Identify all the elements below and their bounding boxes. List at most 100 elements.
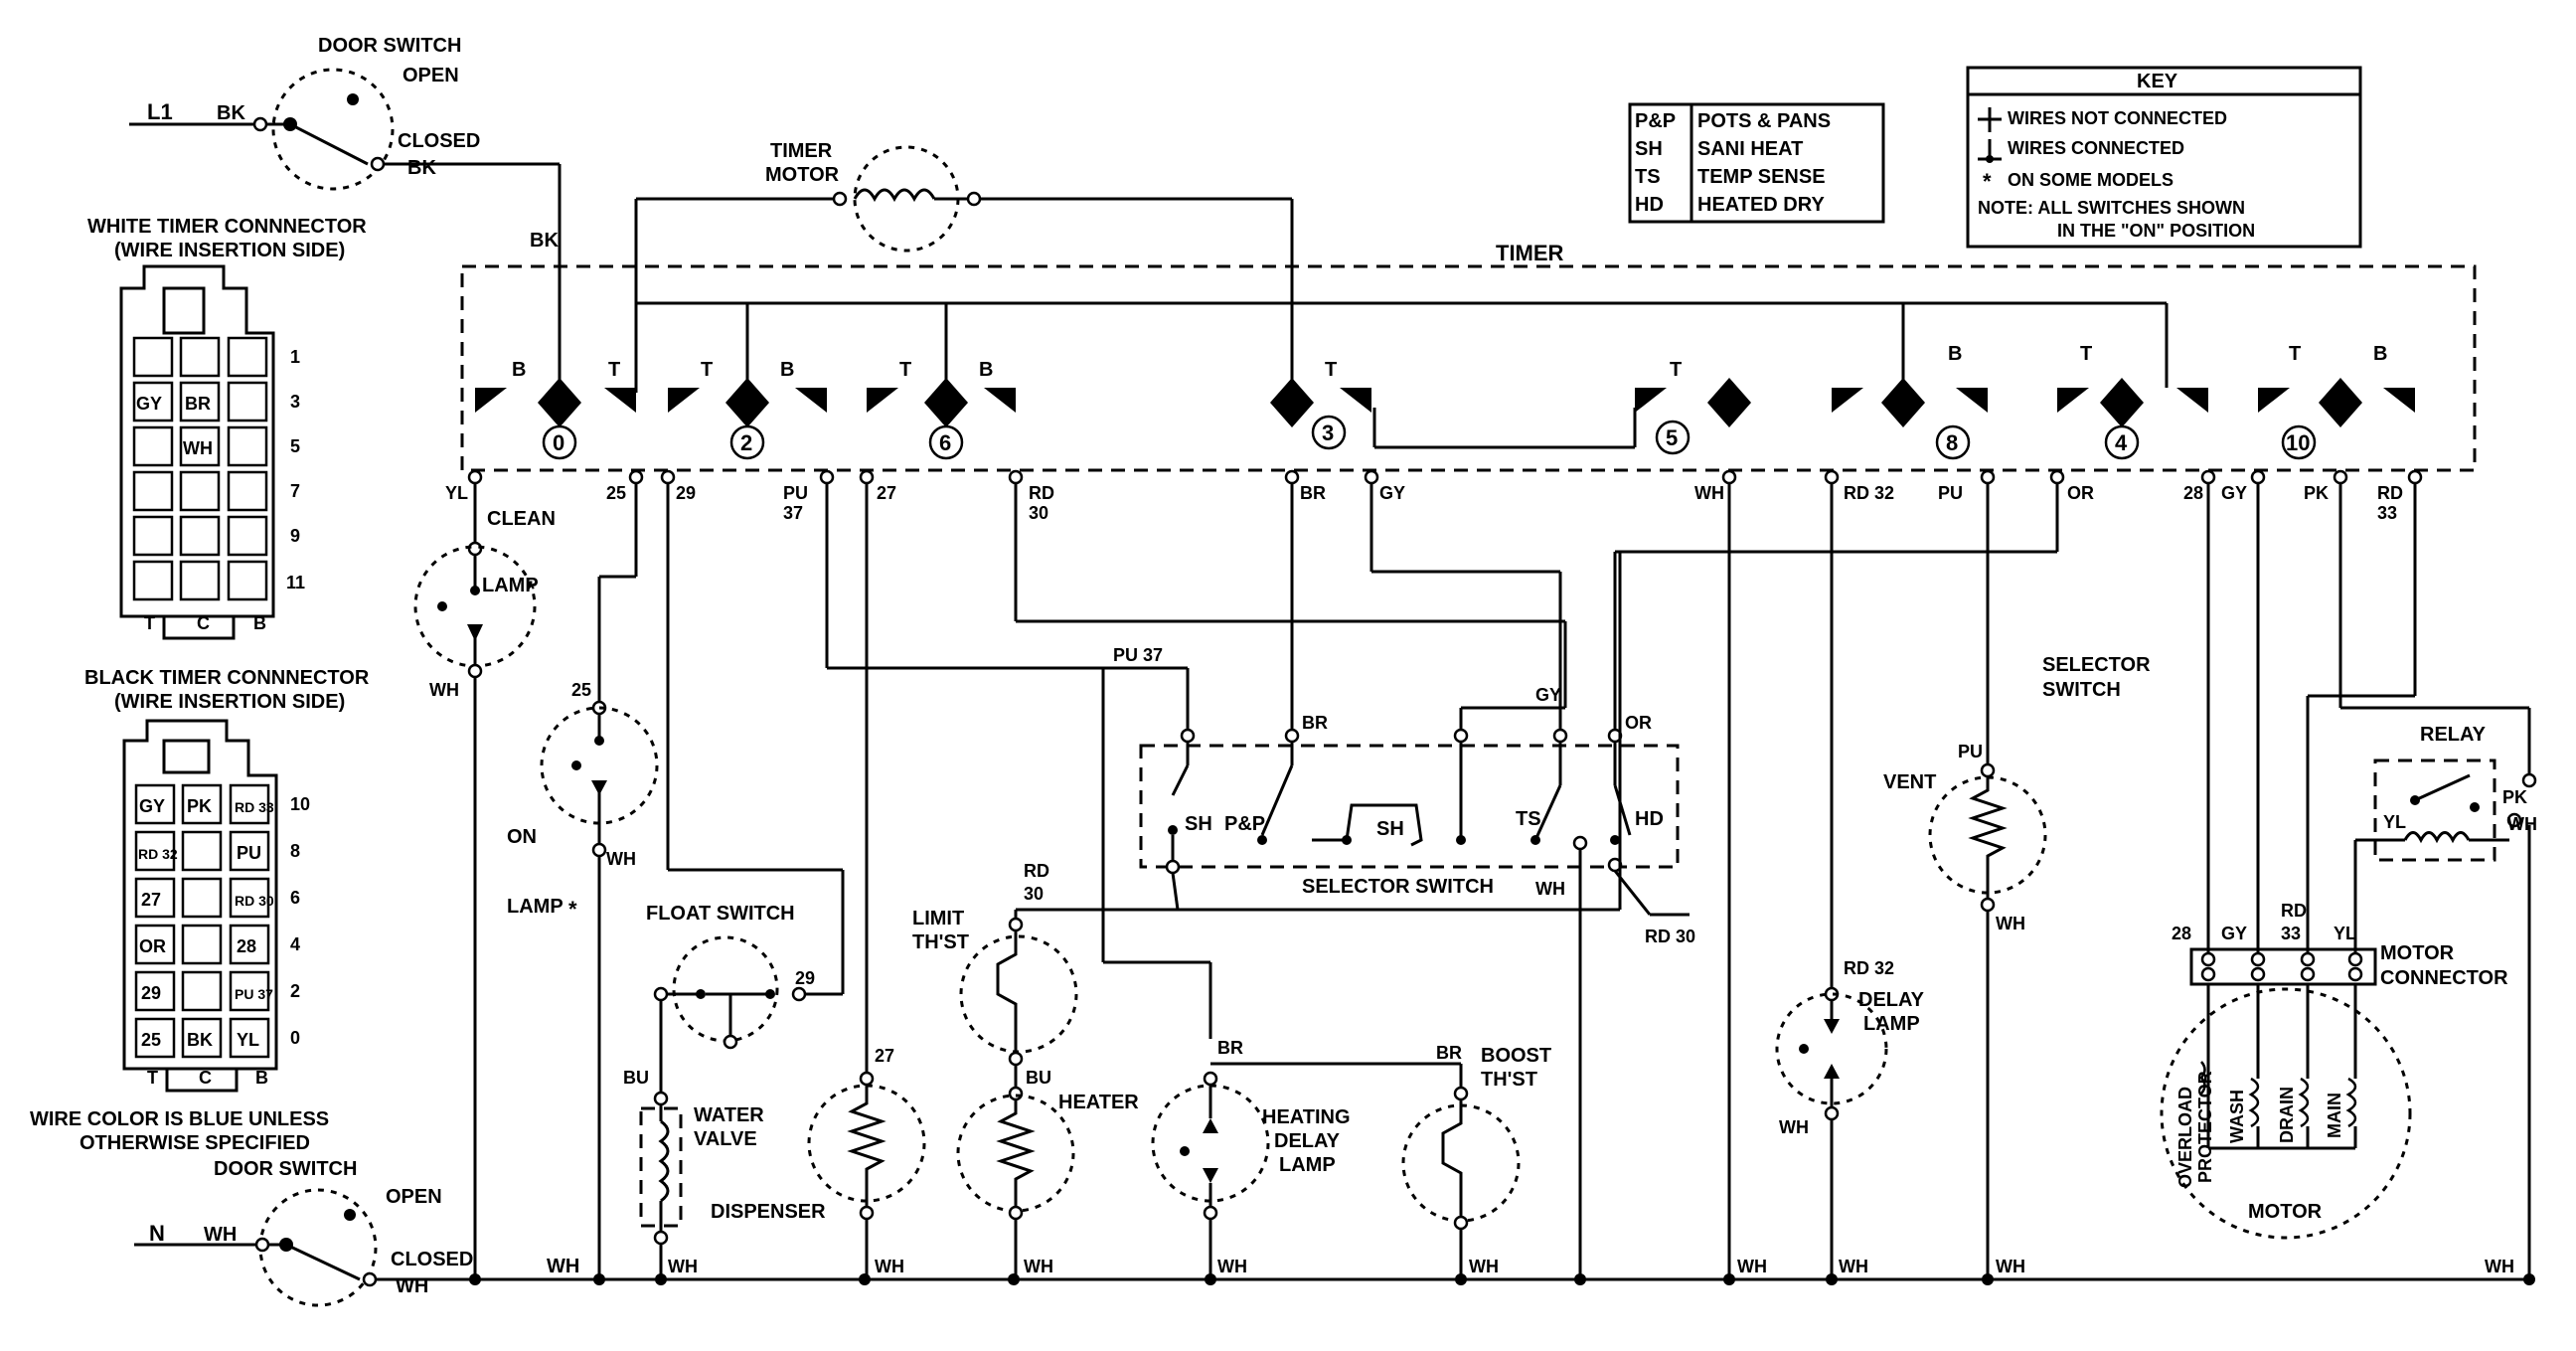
wh-label: WH bbox=[2507, 814, 2537, 834]
wire-label: RD bbox=[2377, 483, 2403, 503]
motor-label: MOTOR bbox=[2248, 1201, 2323, 1223]
sel-sh-label: SH bbox=[1185, 813, 1212, 835]
boost-thermostat: BR BOOST TH'ST WH bbox=[1210, 1043, 1551, 1279]
overload-label-1: OVERLOAD bbox=[2175, 1087, 2195, 1188]
black-cell: PU 37 bbox=[235, 986, 273, 1002]
wh-label: WH bbox=[1779, 1117, 1809, 1137]
black-cell: RD 30 bbox=[235, 893, 274, 909]
contact-number: 8 bbox=[1946, 430, 1958, 455]
contact-letter: B bbox=[2373, 343, 2387, 365]
contact-letter: T bbox=[701, 359, 713, 381]
black-cell: YL bbox=[237, 1030, 259, 1050]
selector-switch-label-2: SWITCH bbox=[2042, 679, 2121, 701]
wire-label: BR bbox=[1300, 483, 1326, 503]
wh-label: WH bbox=[1535, 879, 1565, 899]
vent: PU VENT WH WH SELECTOR SWITCH bbox=[1883, 484, 2151, 1279]
sel-pp-label: P&P bbox=[1224, 813, 1265, 835]
timer-label: TIMER bbox=[1496, 241, 1564, 265]
neutral-bus: WH bbox=[376, 1256, 2535, 1285]
contact-letter: B bbox=[979, 359, 993, 381]
relay-label: RELAY bbox=[2420, 724, 2487, 746]
on-label: ON bbox=[507, 826, 537, 848]
key-some-models: ON SOME MODELS bbox=[2008, 170, 2174, 190]
bottom-t: T bbox=[147, 1068, 158, 1088]
wire-label: PU bbox=[1938, 483, 1963, 503]
wh-label: WH bbox=[1024, 1257, 1053, 1276]
float-switch-water-valve: FLOAT SWITCH 29 BU WATER VALVE WH bbox=[623, 484, 845, 1279]
gy-label: GY bbox=[1535, 685, 1561, 705]
selector-switch: SELECTOR SWITCH PU 37 BR GY OR SH bbox=[825, 484, 2059, 1279]
contact-number: 5 bbox=[1666, 425, 1678, 450]
wire-label: OR bbox=[2067, 483, 2094, 503]
bottom-c: C bbox=[197, 613, 210, 633]
row-number: 2 bbox=[290, 981, 300, 1001]
abbr-p-p-meaning: POTS & PANS bbox=[1697, 110, 1831, 132]
contact-letter: T bbox=[608, 359, 620, 381]
bottom-t: T bbox=[144, 613, 155, 633]
contact-number: 2 bbox=[740, 430, 752, 455]
wire-label: 25 bbox=[606, 483, 626, 503]
contact-letter: T bbox=[1670, 359, 1682, 381]
contact-number: 3 bbox=[1322, 421, 1334, 445]
boost-label-1: BOOST bbox=[1481, 1045, 1551, 1067]
clean-label: CLEAN bbox=[487, 508, 556, 530]
asterisk-icon: * bbox=[568, 897, 577, 922]
black-cell: 25 bbox=[141, 1030, 161, 1050]
wh-label: WH bbox=[1469, 1257, 1499, 1276]
clean-lamp-label: LAMP bbox=[482, 575, 539, 596]
contact-letter: T bbox=[2080, 343, 2092, 365]
m28-label: 28 bbox=[2172, 924, 2191, 943]
asterisk-icon: * bbox=[527, 577, 536, 601]
black-cell: 29 bbox=[141, 983, 161, 1003]
black-cell: PK bbox=[187, 796, 212, 816]
wh-label: WH bbox=[429, 680, 459, 700]
timer-contacts bbox=[475, 378, 2415, 427]
wash-label: WASH bbox=[2227, 1090, 2247, 1143]
heating-delay-label-1: HEATING bbox=[1262, 1106, 1351, 1128]
relay: PK RELAY WH YL WH bbox=[2338, 484, 2537, 1279]
wire-label: WH bbox=[1694, 483, 1724, 503]
rd30-sel-label: RD 30 bbox=[1645, 927, 1695, 946]
on-lamp: 25 WH ON LAMP * bbox=[507, 484, 659, 1279]
bottom-b: B bbox=[255, 1068, 268, 1088]
key-legend: KEY WIRES NOT CONNECTED WIRES CONNECTED … bbox=[1966, 66, 2362, 249]
timer-contact-letters: B T T B T B T T B T T B bbox=[512, 343, 2387, 381]
white-cell: WH bbox=[183, 438, 213, 458]
contact-letter: T bbox=[1325, 359, 1337, 381]
wh-label: WH bbox=[204, 1224, 237, 1246]
vent-label: VENT bbox=[1883, 771, 1936, 793]
float-switch-label: FLOAT SWITCH bbox=[646, 903, 795, 925]
contact-letter: B bbox=[512, 359, 526, 381]
asterisk-icon: * bbox=[1983, 169, 1992, 194]
wire-label: GY bbox=[2221, 483, 2247, 503]
row-number: 1 bbox=[290, 347, 300, 367]
abbreviation-table: P&P POTS & PANS SH SANI HEAT TS TEMP SEN… bbox=[1628, 102, 1885, 224]
key-note-2: IN THE "ON" POSITION bbox=[2057, 221, 2255, 241]
wire-label: 28 bbox=[2183, 483, 2203, 503]
row-number: 6 bbox=[290, 888, 300, 908]
contact-number: 0 bbox=[553, 430, 564, 455]
n29-label: 29 bbox=[795, 968, 815, 988]
wire-label: 27 bbox=[877, 483, 896, 503]
drain-label: DRAIN bbox=[2277, 1087, 2297, 1143]
heating-delay-label-2: DELAY bbox=[1274, 1130, 1341, 1152]
water-valve-label-2: VALVE bbox=[694, 1128, 757, 1150]
delay-lamp-label-1: DELAY bbox=[1858, 989, 1925, 1011]
contact-letter: B bbox=[1948, 343, 1962, 365]
abbr-hd-meaning: HEATED DRY bbox=[1697, 194, 1825, 216]
br-label: BR bbox=[1436, 1043, 1462, 1063]
motor-connector-label-2: CONNECTOR bbox=[2380, 967, 2508, 989]
row-number: 7 bbox=[290, 481, 300, 501]
black-cell: PU bbox=[237, 843, 261, 863]
boost-label-2: TH'ST bbox=[1481, 1069, 1537, 1091]
contact-letter: T bbox=[2289, 343, 2301, 365]
bottom-b: B bbox=[253, 613, 266, 633]
limit-thermostat-heater: RD 30 LIMIT TH'ST BU HEATER WH bbox=[912, 861, 1178, 1279]
timer-motor-label-1: TIMER bbox=[770, 140, 833, 162]
wh-label: WH bbox=[606, 849, 636, 869]
key-connected: WIRES CONNECTED bbox=[2008, 138, 2184, 158]
timer-contact-numbers: 0 2 6 3 5 8 4 10 bbox=[542, 415, 2317, 460]
timer-motor-label-2: MOTOR bbox=[765, 164, 840, 186]
open-bottom-label: OPEN bbox=[386, 1186, 442, 1208]
